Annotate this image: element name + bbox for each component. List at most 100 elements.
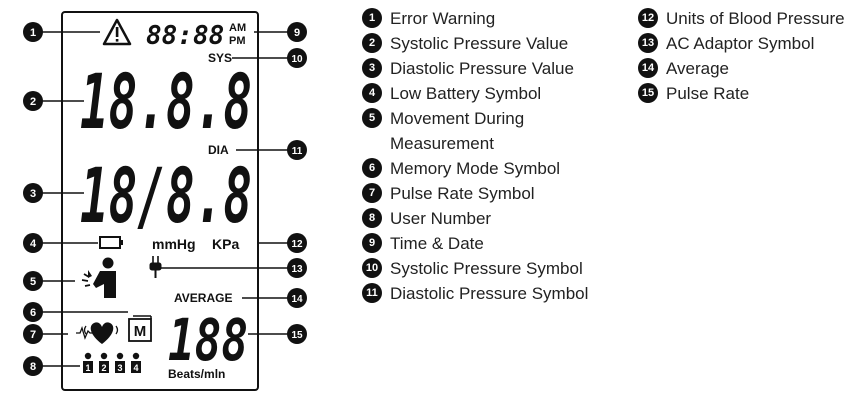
- legend-number-badge: 5: [362, 108, 382, 128]
- average-label: AVERAGE: [174, 291, 232, 305]
- legend-item: 10 Systolic Pressure Symbol: [362, 256, 590, 281]
- beats-label: Beats/mln: [168, 367, 225, 381]
- callout-1-label: 1: [30, 27, 36, 39]
- callout-7-label: 7: [30, 329, 36, 341]
- legend-label: Systolic Pressure Value: [390, 34, 569, 53]
- legend-label: Low Battery Symbol: [390, 84, 542, 103]
- ac-adaptor-icon: [149, 256, 162, 278]
- legend-item: 13 AC Adaptor Symbol: [638, 31, 845, 56]
- pm-label: PM: [229, 35, 246, 47]
- callout-9: 9: [287, 22, 307, 42]
- legend-label: User Number: [390, 209, 492, 228]
- legend-item: 11 Diastolic Pressure Symbol: [362, 281, 590, 306]
- user-1-label: 1: [85, 363, 90, 373]
- legend-label: Diastolic Pressure Symbol: [390, 284, 589, 303]
- callout-12-label: 12: [291, 239, 303, 250]
- user-2-label: 2: [101, 363, 106, 373]
- callout-4: 4: [23, 233, 43, 253]
- callout-5-label: 5: [30, 276, 36, 288]
- legend-item: 15 Pulse Rate: [638, 81, 845, 106]
- callout-3: 3: [23, 183, 43, 203]
- user-4-icon: 4: [131, 352, 141, 373]
- callout-13: 13: [287, 258, 307, 278]
- legend-number-badge: 3: [362, 58, 382, 78]
- callout-11: 11: [287, 140, 307, 160]
- legend-number-badge: 4: [362, 83, 382, 103]
- legend-label: Average: [666, 59, 730, 78]
- legend-item: 2 Systolic Pressure Value: [362, 31, 590, 56]
- legend-item: 14 Average: [638, 56, 845, 81]
- callout-10: 10: [287, 48, 307, 68]
- legend-number-badge: 7: [362, 183, 382, 203]
- user-3-label: 3: [117, 363, 122, 373]
- callout-9-label: 9: [294, 27, 300, 39]
- mmhg-label: mmHg: [152, 236, 196, 252]
- sys-label: SYS: [208, 51, 232, 65]
- callout-2-label: 2: [30, 96, 36, 108]
- kpa-label: KPa: [212, 236, 239, 252]
- callout-8: 8: [23, 356, 43, 376]
- legend-label: Pulse Rate Symbol: [390, 184, 535, 203]
- callout-4-label: 4: [30, 238, 37, 250]
- callout-14: 14: [287, 288, 307, 308]
- legend-number-badge: 11: [362, 283, 382, 303]
- legend-label: Units of Blood Pressure: [666, 9, 845, 28]
- legend-item: 5 Movement During Measurement: [362, 106, 590, 156]
- callout-7: 7: [23, 324, 43, 344]
- legend-number-badge: 12: [638, 8, 658, 28]
- callout-11-label: 11: [292, 146, 303, 157]
- am-label: AM: [229, 22, 246, 34]
- pulse-heart-icon: [76, 322, 119, 344]
- legend-number-badge: 2: [362, 33, 382, 53]
- legend-label: Time & Date: [390, 234, 484, 253]
- lcd-display-diagram: 1 2 3 4 5 6 7 8 9 10 11 12 13 14 15 88:8…: [23, 11, 307, 391]
- dia-label: DIA: [208, 143, 229, 157]
- legend-number-badge: 8: [362, 208, 382, 228]
- legend-label: Systolic Pressure Symbol: [390, 259, 583, 278]
- callout-8-label: 8: [30, 361, 36, 373]
- legend-item: 7 Pulse Rate Symbol: [362, 181, 590, 206]
- callout-15-label: 15: [291, 330, 303, 341]
- leader-lines: [42, 31, 288, 367]
- legend-number-badge: 13: [638, 33, 658, 53]
- legend-number-badge: 1: [362, 8, 382, 28]
- callout-3-label: 3: [30, 188, 36, 200]
- legend-label: Memory Mode Symbol: [390, 159, 561, 178]
- memory-label: M: [134, 323, 147, 340]
- legend-label: Pulse Rate: [666, 84, 750, 103]
- systolic-digits: 18.8.8: [80, 57, 252, 146]
- diastolic-digits: 18/8.8: [80, 151, 252, 240]
- callout-12: 12: [287, 233, 307, 253]
- pulse-digits: 188: [168, 306, 248, 374]
- legend-number-badge: 10: [362, 258, 382, 278]
- legend-label: Movement During Measurement: [390, 109, 525, 153]
- legend-number-badge: 6: [362, 158, 382, 178]
- user-3-icon: 3: [115, 352, 125, 373]
- legend-label: AC Adaptor Symbol: [666, 34, 815, 53]
- legend-number-badge: 14: [638, 58, 658, 78]
- callout-5: 5: [23, 271, 43, 291]
- legend-item: 3 Diastolic Pressure Value: [362, 56, 590, 81]
- callout-15: 15: [287, 324, 307, 344]
- legend-item: 4 Low Battery Symbol: [362, 81, 590, 106]
- legend-item: 6 Memory Mode Symbol: [362, 156, 590, 181]
- time-digits: 88:88: [146, 21, 224, 51]
- warning-icon: [102, 18, 132, 46]
- legend-column-2: 12 Units of Blood Pressure 13 AC Adaptor S…: [638, 6, 845, 106]
- callout-10-label: 10: [291, 54, 303, 65]
- user-2-icon: 2: [99, 352, 109, 373]
- callout-2: 2: [23, 91, 43, 111]
- callout-6: 6: [23, 302, 43, 322]
- legend-label: Diastolic Pressure Value: [390, 59, 574, 78]
- user-number-icons: 1 2 3 4: [83, 352, 141, 373]
- legend-item: 8 User Number: [362, 206, 590, 231]
- legend-number-badge: 15: [638, 83, 658, 103]
- legend-item: 12 Units of Blood Pressure: [638, 6, 845, 31]
- user-4-label: 4: [133, 363, 138, 373]
- callout-badges: 1 2 3 4 5 6 7 8 9 10 11 12 13 14 15: [23, 22, 307, 376]
- movement-person-icon: [81, 257, 116, 298]
- callout-14-label: 14: [291, 294, 303, 305]
